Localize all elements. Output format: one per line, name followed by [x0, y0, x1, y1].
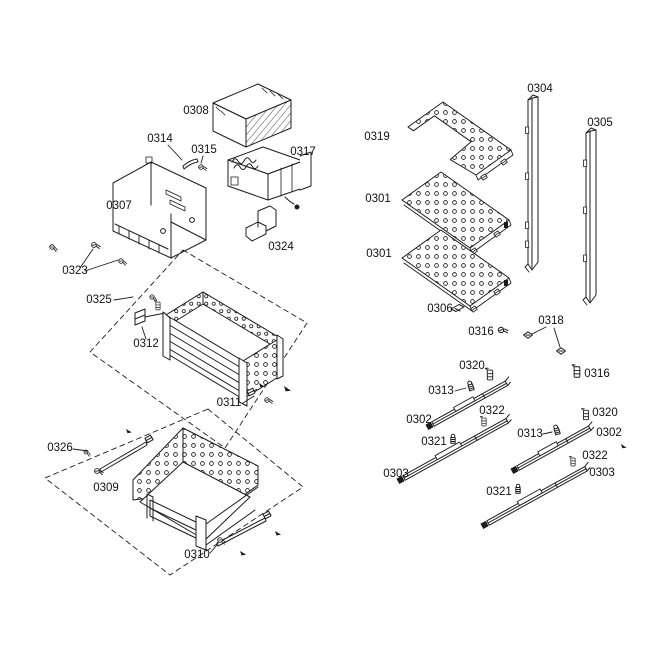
zone-outline-0326: [44, 408, 304, 576]
part-label-0315: 0315: [191, 144, 217, 156]
rail-part-0305: [582, 127, 597, 306]
shelf-part-0301-lower: [401, 229, 512, 313]
part-label-0312: 0312: [133, 338, 159, 350]
part-label-0320-b: 0320: [592, 407, 618, 419]
part-label-0308: 0308: [183, 105, 209, 117]
part-label-0309: 0309: [93, 482, 119, 494]
strip-part-0314: [182, 158, 199, 170]
rail-part-0304: [524, 94, 539, 273]
part-labels: 0308 0314 0315 0317 0307 0324 0323 0325 …: [47, 83, 622, 561]
part-label-0307: 0307: [106, 200, 132, 212]
slide-rail-part-0303-right: [480, 461, 591, 530]
slide-rail-part-0302-left: [425, 376, 511, 431]
part-label-0318: 0318: [538, 315, 564, 327]
part-label-0306: 0306: [427, 303, 453, 315]
part-label-0321-a: 0321: [421, 436, 447, 448]
bracket-part-0324: [245, 205, 277, 242]
part-label-0322-a: 0322: [479, 405, 505, 417]
part-label-0316-a: 0316: [468, 326, 494, 338]
part-label-0303-a: 0303: [383, 468, 409, 480]
clip-part-0306: [450, 304, 465, 312]
slide-rail-part-0303-left: [396, 413, 512, 485]
part-label-0326: 0326: [47, 442, 73, 454]
part-label-0314: 0314: [147, 133, 173, 145]
part-label-0313-b: 0313: [517, 428, 543, 440]
part-label-0310: 0310: [184, 549, 210, 561]
fixing-part-0312: [134, 293, 166, 326]
part-label-0302-a: 0302: [406, 414, 432, 426]
ice-maker-part-0317: [227, 146, 312, 210]
part-label-0304: 0304: [527, 83, 553, 95]
cover-part-0308: [212, 83, 292, 148]
shelf-part-0319: [407, 101, 514, 181]
part-label-0313-a: 0313: [428, 385, 454, 397]
leader-lines: [72, 144, 561, 554]
part-label-0316-b: 0316: [584, 368, 610, 380]
slide-rail-part-0302-right: [510, 421, 595, 475]
bolt-part-0321-left: [450, 433, 456, 444]
shelf-part-0301-upper: [401, 171, 512, 255]
part-label-0311: 0311: [217, 397, 242, 409]
part-label-0324: 0324: [268, 241, 294, 253]
zone-outline-0325: [89, 249, 308, 449]
part-label-0325: 0325: [86, 294, 112, 306]
part-label-0305: 0305: [587, 117, 613, 129]
part-label-0301-a: 0301: [365, 193, 391, 205]
drawer-part-0311: [162, 291, 293, 407]
part-label-0322-b: 0322: [582, 450, 608, 462]
part-label-0319: 0319: [364, 131, 390, 143]
drawer-part-0309-0310: [132, 427, 259, 551]
part-label-0301-b: 0301: [366, 248, 392, 260]
bolt-part-0321-right: [515, 483, 521, 494]
part-label-0317: 0317: [290, 146, 316, 158]
part-label-0303-b: 0303: [589, 467, 615, 479]
part-label-0302-b: 0302: [596, 427, 622, 439]
rail-part-0309: [82, 428, 154, 476]
rail-part-0310: [216, 510, 282, 557]
bracket-part-0307: [112, 156, 207, 259]
part-label-0321-b: 0321: [486, 486, 512, 498]
part-label-0320-a: 0320: [459, 360, 485, 372]
part-label-0323: 0323: [62, 265, 88, 277]
